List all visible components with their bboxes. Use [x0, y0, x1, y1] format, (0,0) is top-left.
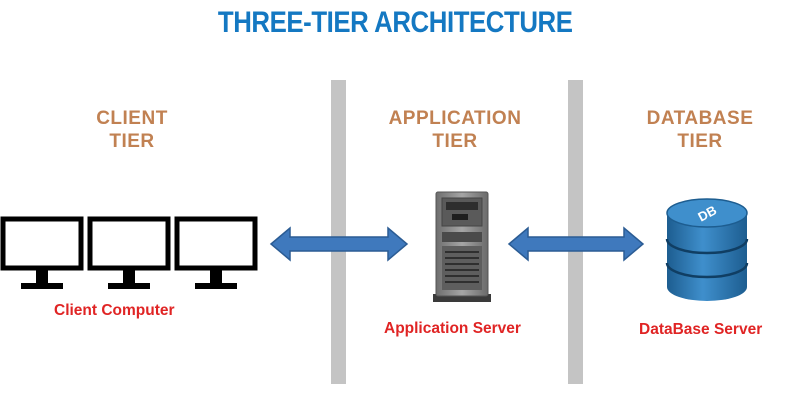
tier-divider-right	[568, 80, 583, 384]
monitor-icon	[174, 216, 258, 289]
client-tier-label-line1: CLIENT	[96, 108, 168, 129]
database-tier-label-line1: DATABASE	[646, 108, 754, 129]
diagram-title: THREE-TIER ARCHITECTURE	[217, 6, 573, 39]
database-tier-label-line2: TIER	[677, 131, 723, 152]
client-computer-caption: Client Computer	[54, 302, 175, 319]
tier-divider-left	[331, 80, 346, 384]
client-tier-label: CLIENT TIER	[62, 107, 202, 153]
database-cylinder-icon: DB	[665, 198, 749, 301]
application-tier-label: APPLICATION TIER	[370, 107, 540, 153]
monitor-icon	[0, 216, 84, 289]
application-tier-label-line1: APPLICATION	[388, 108, 522, 129]
double-arrow-icon	[507, 226, 645, 262]
database-tier-label: DATABASE TIER	[625, 107, 775, 153]
database-server-caption: DataBase Server	[639, 321, 763, 338]
client-tier-label-line2: TIER	[109, 131, 155, 152]
double-arrow-icon	[269, 226, 409, 262]
application-tier-label-line2: TIER	[432, 131, 478, 152]
monitor-icon	[87, 216, 171, 289]
server-tower-icon	[433, 191, 491, 302]
application-server-caption: Application Server	[384, 320, 521, 337]
